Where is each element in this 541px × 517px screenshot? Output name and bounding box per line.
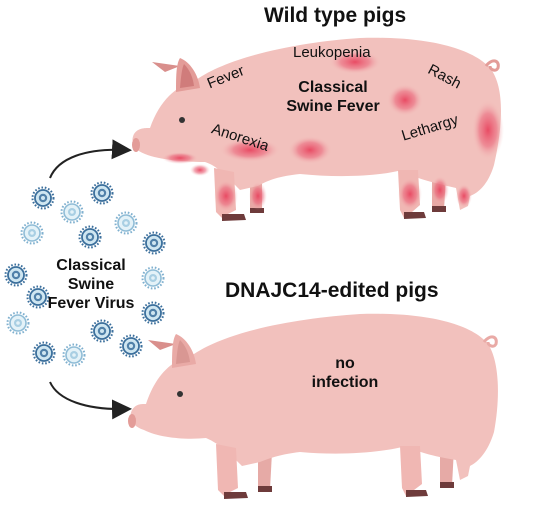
wild-type-title: Wild type pigs	[264, 4, 407, 27]
virus-label-line-3: Fever Virus	[47, 295, 135, 312]
outcome-label: no infection	[300, 354, 390, 392]
virus-label: Classical Swine Fever Virus	[26, 256, 156, 313]
edited-pig	[128, 313, 498, 499]
virus-label-line-1: Classical	[56, 257, 126, 274]
wild-type-pig	[132, 37, 504, 221]
virus-label-line-2: Swine	[67, 276, 115, 293]
outcome-line-1: no	[335, 355, 355, 372]
outcome-line-2: infection	[311, 374, 379, 391]
symptom-leukopenia: Leukopenia	[293, 44, 371, 61]
disease-label-line-2: Swine Fever	[286, 98, 380, 115]
arrow-to-edited	[49, 381, 132, 420]
disease-label-line-1: Classical	[298, 79, 368, 96]
edited-title: DNAJC14-edited pigs	[225, 279, 439, 302]
disease-label: Classical Swine Fever	[278, 78, 388, 116]
arrow-to-wild-type	[49, 139, 132, 179]
